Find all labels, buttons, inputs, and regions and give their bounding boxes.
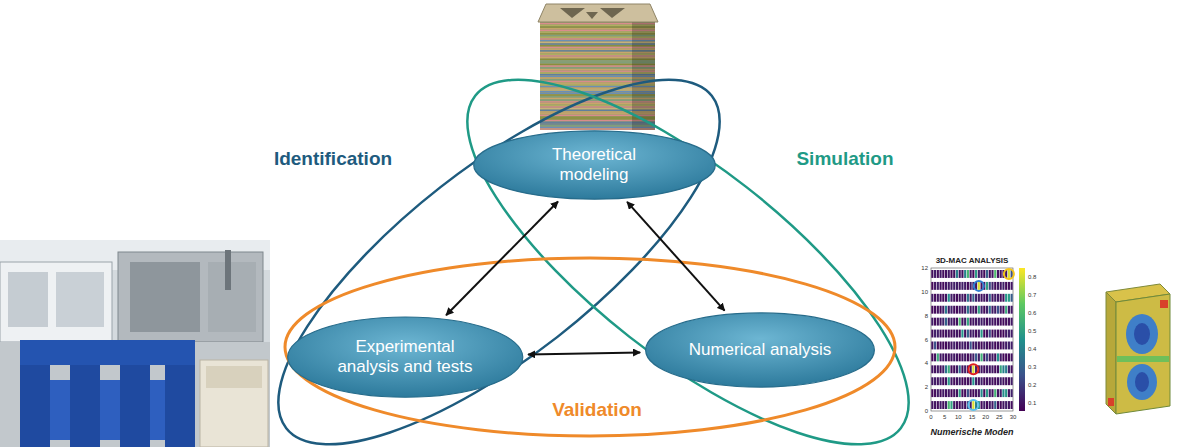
colorbar-tick: 0.3	[1028, 364, 1036, 371]
axis-tick: 10	[921, 289, 928, 296]
double-arrow	[446, 202, 558, 316]
category-label: Simulation	[796, 149, 893, 170]
axis-tick: 25	[996, 414, 1003, 421]
axis-tick: 4	[925, 360, 928, 367]
axis-tick: 15	[969, 414, 976, 421]
axis-tick: 2	[925, 384, 928, 391]
node-label: Experimental analysis and tests	[322, 337, 487, 378]
axis-tick: 12	[921, 265, 928, 272]
mac-chart	[931, 268, 1025, 411]
colorbar-tick: 0.4	[1028, 346, 1036, 353]
double-arrow	[627, 202, 725, 311]
lab-photo	[0, 240, 270, 447]
colorbar-tick: 0.2	[1028, 382, 1036, 389]
axis-tick: 20	[982, 414, 989, 421]
axis-tick: 5	[943, 414, 946, 421]
colorbar-tick: 0.5	[1028, 328, 1036, 335]
double-arrow	[528, 352, 640, 354]
category-label: Validation	[552, 400, 642, 421]
colorbar-tick: 0.8	[1028, 274, 1036, 281]
colorbar-tick: 0.1	[1028, 400, 1036, 407]
stack-model	[538, 4, 658, 130]
axis-title: Numerische Moden	[930, 428, 1013, 438]
fe-model	[1106, 284, 1170, 414]
category-label: Identification	[274, 149, 392, 170]
node-label: Theoretical modeling	[534, 145, 654, 186]
category-outlines	[228, 21, 960, 447]
axis-tick: 8	[925, 312, 928, 319]
method-ellipse: Numerical analysis	[644, 312, 876, 388]
axis-tick: 30	[1010, 414, 1017, 421]
node-label: Numerical analysis	[689, 340, 832, 360]
colorbar-tick: 0.7	[1028, 292, 1036, 299]
axis-tick: 10	[955, 414, 962, 421]
method-ellipse: Theoretical modeling	[472, 130, 717, 200]
colorbar-tick: 0.6	[1028, 310, 1036, 317]
axis-tick: 0	[925, 408, 928, 415]
method-ellipse: Experimental analysis and tests	[286, 316, 524, 398]
chart-title: 3D-MAC ANALYSIS	[936, 257, 1009, 266]
axis-tick: 0	[929, 414, 932, 421]
axis-tick: 6	[925, 336, 928, 343]
